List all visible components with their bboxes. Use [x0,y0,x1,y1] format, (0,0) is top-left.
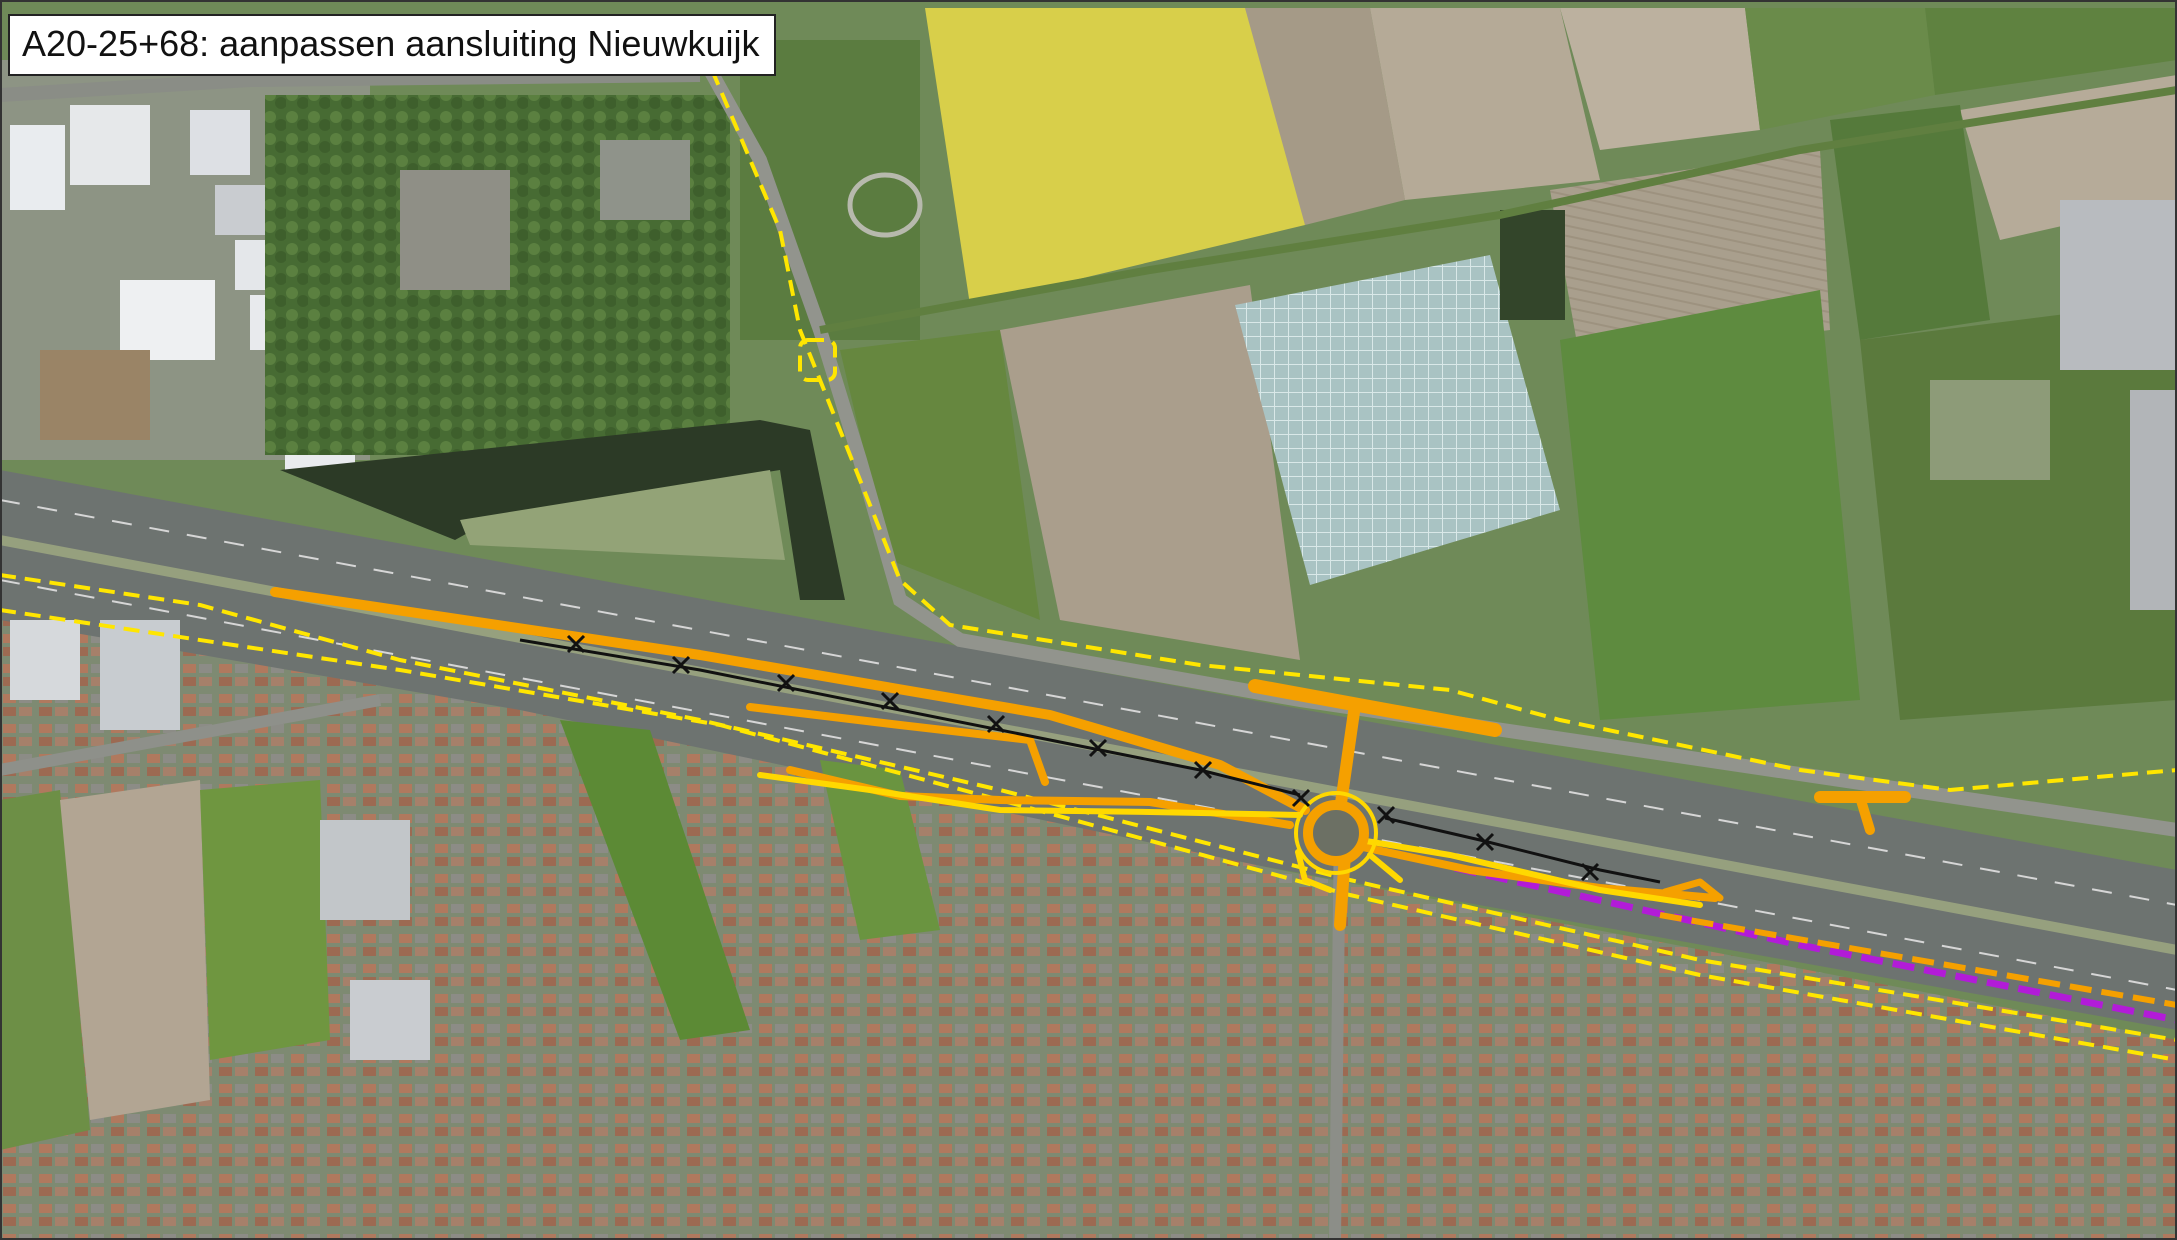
study-area-boundary [0,69,2177,1062]
building [100,620,180,730]
industrial-building [190,110,250,175]
building [350,980,430,1060]
bare-field [1000,285,1300,660]
orange-dashed-section [1659,912,2177,1008]
field [200,780,330,1060]
field [1830,105,1990,340]
building [10,620,80,700]
building-complex [600,140,690,220]
industrial-building [70,105,150,185]
building [320,820,410,920]
field [820,760,940,940]
residential-area [0,620,2177,1240]
road-north [0,68,701,102]
field [1925,8,2177,95]
map-title: A20-25+68: aanpassen aansluiting Nieuwku… [8,14,776,76]
industrial-building-east [2130,390,2177,610]
new-local-road [757,772,1703,908]
greenhouse-complex [1235,255,1560,585]
rapeseed-field [925,8,1305,305]
purple-dashed-section [1454,864,2177,1024]
lane-marking [0,579,2177,991]
x-mark-icon [566,634,1600,882]
field [1560,8,1760,150]
field [1245,8,1405,225]
building-complex [400,170,510,290]
lane-marking [0,499,2177,906]
industrial-building [10,125,65,210]
park-path-circle [847,172,923,238]
industrial-building [120,280,215,360]
roundabout-icon [1294,791,1378,875]
road-west [0,694,382,776]
road-parallel-north [703,66,2177,837]
field [60,780,210,1120]
lake-island-meadow [460,470,785,560]
field [1930,380,2050,480]
removed-ramp [519,638,1661,884]
construction-site [40,350,150,440]
lake [280,420,845,600]
field [560,720,750,1040]
planned-works [270,587,1911,931]
ditch [819,86,2177,334]
pond [1500,210,1565,320]
field [1370,8,1600,200]
meadow [1560,290,1860,720]
field [1745,8,1935,130]
industrial-building-east [2060,200,2177,370]
